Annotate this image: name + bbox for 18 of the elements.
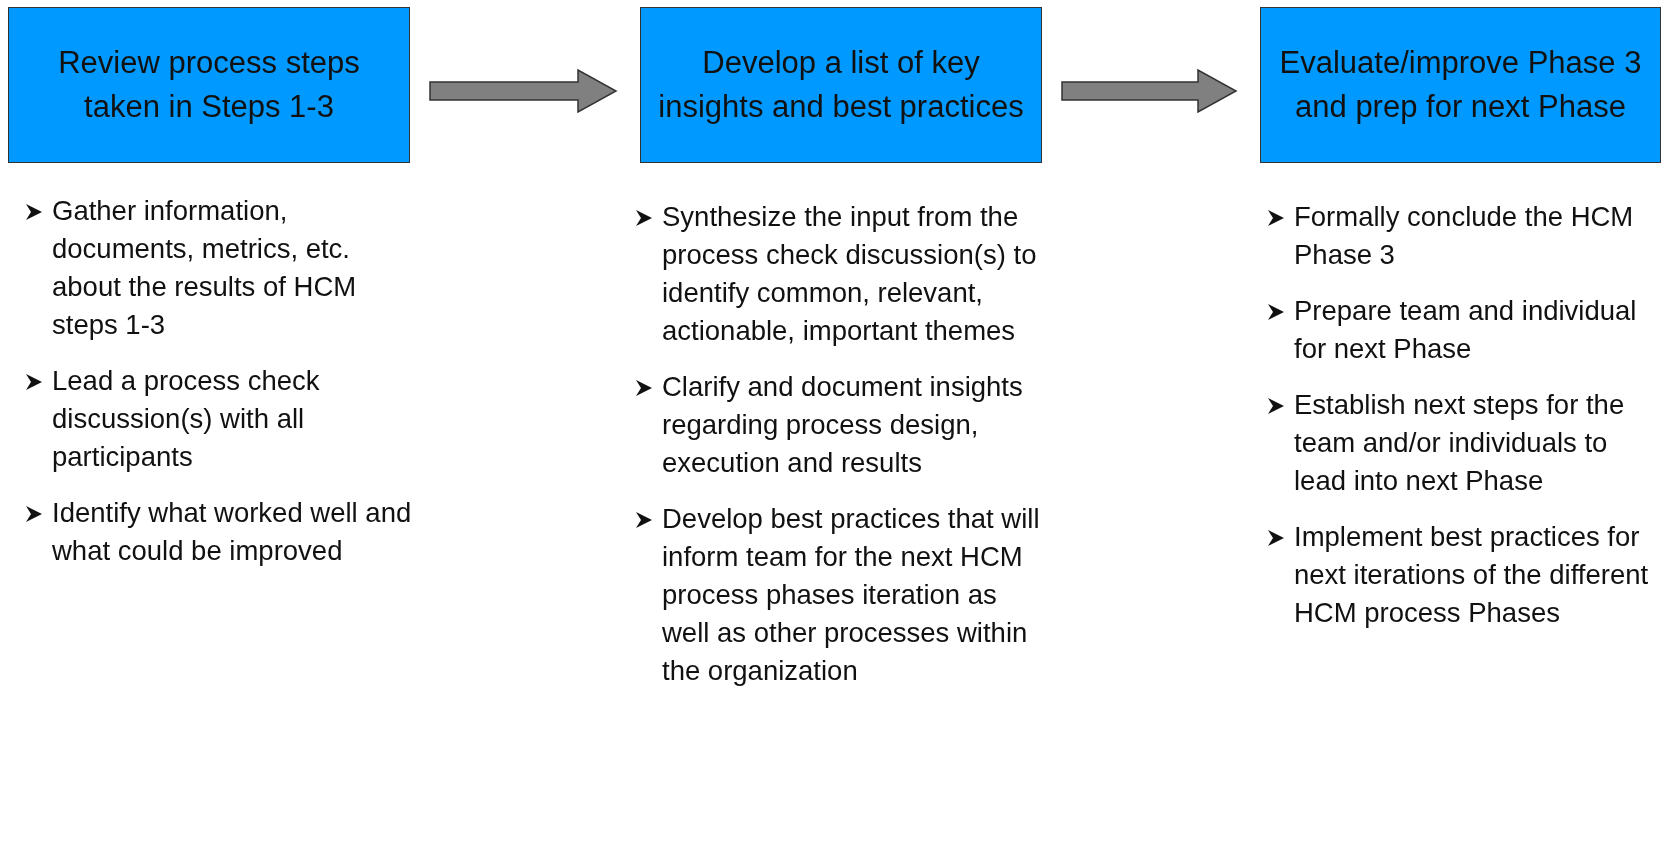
block-arrow [429, 68, 618, 114]
bullet-text: Formally conclude the HCM Phase 3 [1294, 200, 1635, 272]
bullet-text: Develop best practices that will inform team for the next HCM process phases iteration as well as other processes within the organization [662, 502, 1041, 688]
step-box [640, 7, 1042, 163]
bullet-text: Implement best practices for next iterations of the different HCM process Phases [1294, 520, 1650, 630]
step-box [1260, 7, 1661, 163]
step-title: Evaluate/improve Phase 3 and prep for next Phase [1278, 44, 1643, 126]
step-title: Develop a list of key insights and best practices [657, 44, 1025, 126]
bullet-text: Gather information, documents, metrics, etc. about the results of HCM steps 1-3 [52, 194, 358, 342]
bullet-text: Clarify and document insights regarding process design, execution and results [662, 370, 1024, 480]
step-title: Review process steps taken in Steps 1-3 [57, 44, 361, 126]
bullet-text: Identify what worked well and what could be improved [52, 496, 413, 568]
bullet-text: Establish next steps for the team and/or individuals to lead into next Phase [1294, 388, 1626, 498]
block-arrow [1061, 68, 1238, 114]
step-box [8, 7, 410, 163]
bullet-text: Lead a process check discussion(s) with all participants [52, 364, 321, 474]
bullet-text: Prepare team and individual for next Phase [1294, 294, 1638, 366]
bullet-text: Synthesize the input from the process check discussion(s) to identify common, relevant, actionable, important themes [662, 200, 1038, 348]
